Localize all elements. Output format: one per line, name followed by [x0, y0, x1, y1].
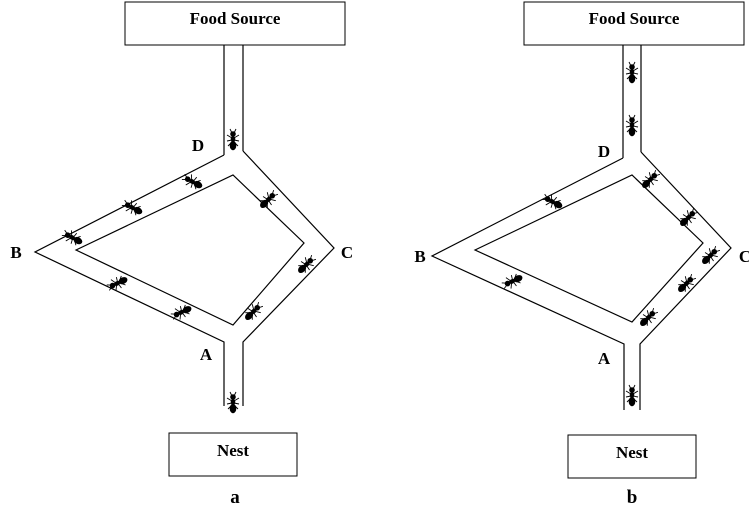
node-label-a-a: A: [200, 345, 213, 364]
ant-icon: [674, 271, 699, 296]
nest-label-a: Nest: [217, 441, 249, 460]
food-source-label-a: Food Source: [190, 9, 281, 28]
node-label-b-a: B: [10, 243, 21, 262]
nest-box-a: Nest: [168, 432, 298, 477]
ant-icon: [625, 384, 639, 407]
node-label-a-b: A: [598, 349, 611, 368]
ant-icon: [168, 301, 194, 323]
food-source-box-b: Food Source: [523, 1, 745, 46]
outer-left-edge-b: [430, 157, 625, 410]
inner-loop-b: [473, 174, 704, 323]
node-label-c-a: C: [341, 243, 353, 262]
ant-icon: [256, 187, 281, 212]
ant-icon: [294, 252, 319, 277]
ant-icon: [499, 270, 525, 292]
node-label-c-b: C: [739, 247, 749, 266]
ant-icon: [676, 205, 701, 230]
ant-icon: [698, 243, 723, 268]
caption-a: a: [230, 487, 240, 508]
inner-loop-a: [74, 174, 305, 326]
ant-icon: [226, 391, 240, 414]
node-label-d-b: D: [598, 142, 610, 161]
ant-icon: [226, 128, 240, 151]
ant-icon: [104, 272, 130, 294]
panel-b: Food Source Nest D B C A b: [414, 1, 749, 508]
caption-b: b: [627, 487, 638, 508]
ant-icon: [625, 114, 639, 137]
ant-icon: [625, 61, 639, 84]
ant-icon: [119, 197, 145, 219]
food-source-box-a: Food Source: [124, 1, 346, 46]
outer-right-edge-b: [639, 151, 732, 410]
outer-right-edge-a: [242, 150, 335, 406]
node-label-d-a: D: [192, 136, 204, 155]
panel-a: Food Source Nest D B C A a: [10, 1, 353, 508]
nest-box-b: Nest: [567, 434, 697, 479]
node-label-b-b: B: [414, 247, 425, 266]
ant-icon: [179, 171, 205, 193]
ant-icon: [636, 305, 661, 330]
nest-label-b: Nest: [616, 443, 648, 462]
food-source-label-b: Food Source: [589, 9, 680, 28]
